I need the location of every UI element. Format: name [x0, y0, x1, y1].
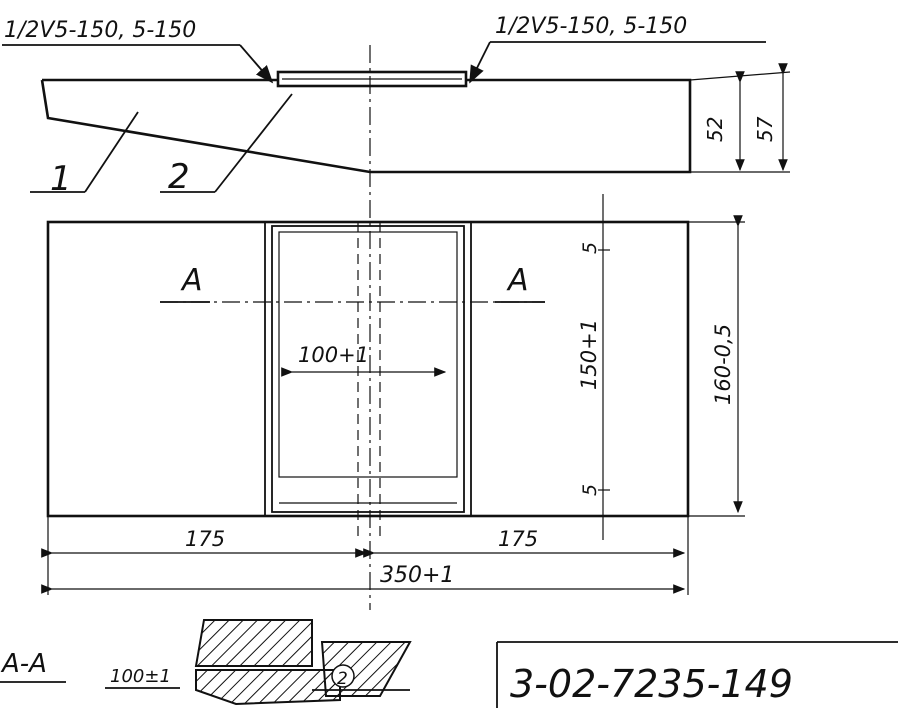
- dim-text-150: 150+1: [577, 319, 601, 390]
- section-label: A-A: [0, 649, 47, 679]
- weld-right-leader: [469, 41, 491, 84]
- drawing-number: 3-02-7235-149: [510, 662, 793, 706]
- part1-leader: [84, 111, 139, 193]
- weld-left-leader: [239, 44, 274, 84]
- dim-text-52: 52: [703, 117, 727, 142]
- dim-text-5-bottom: 5: [579, 484, 601, 496]
- part2-leader: [214, 93, 293, 193]
- section-letter-left: A: [180, 263, 203, 298]
- part-number-1: 1: [50, 159, 72, 199]
- dim-ext-top: [689, 71, 791, 81]
- dim-text-175-left: 175: [185, 527, 225, 551]
- dim-text-57: 57: [753, 116, 777, 142]
- title-block: [496, 641, 898, 708]
- weld-symbol-right: 1/2V5-150, 5-150: [495, 14, 687, 39]
- dim-text-100: 100+1: [298, 343, 369, 367]
- section-upper-hatch: [194, 619, 313, 667]
- section-view: [0, 619, 412, 706]
- dim-text-175-right: 175: [498, 527, 538, 551]
- section-part-bubble: [331, 664, 355, 688]
- window-frame-outer: [264, 221, 472, 517]
- elevation-view: [2, 41, 791, 610]
- dim-text-5-top: 5: [579, 242, 601, 254]
- section-part-number: 2: [337, 669, 348, 689]
- weld-symbol-left: 1/2V5-150, 5-150: [4, 18, 196, 43]
- dim-text-350: 350+1: [380, 563, 454, 588]
- section-letter-right: A: [506, 263, 529, 298]
- window-opening: [278, 231, 458, 478]
- window-frame-mid: [271, 225, 465, 513]
- dim-text-160: 160-0,5: [711, 324, 735, 405]
- section-lower-hatch: [195, 669, 341, 706]
- body-outline: [40, 78, 692, 174]
- plan-view: [41, 194, 745, 595]
- section-dim-text: 100±1: [110, 666, 171, 687]
- part-number-2: 2: [168, 157, 190, 197]
